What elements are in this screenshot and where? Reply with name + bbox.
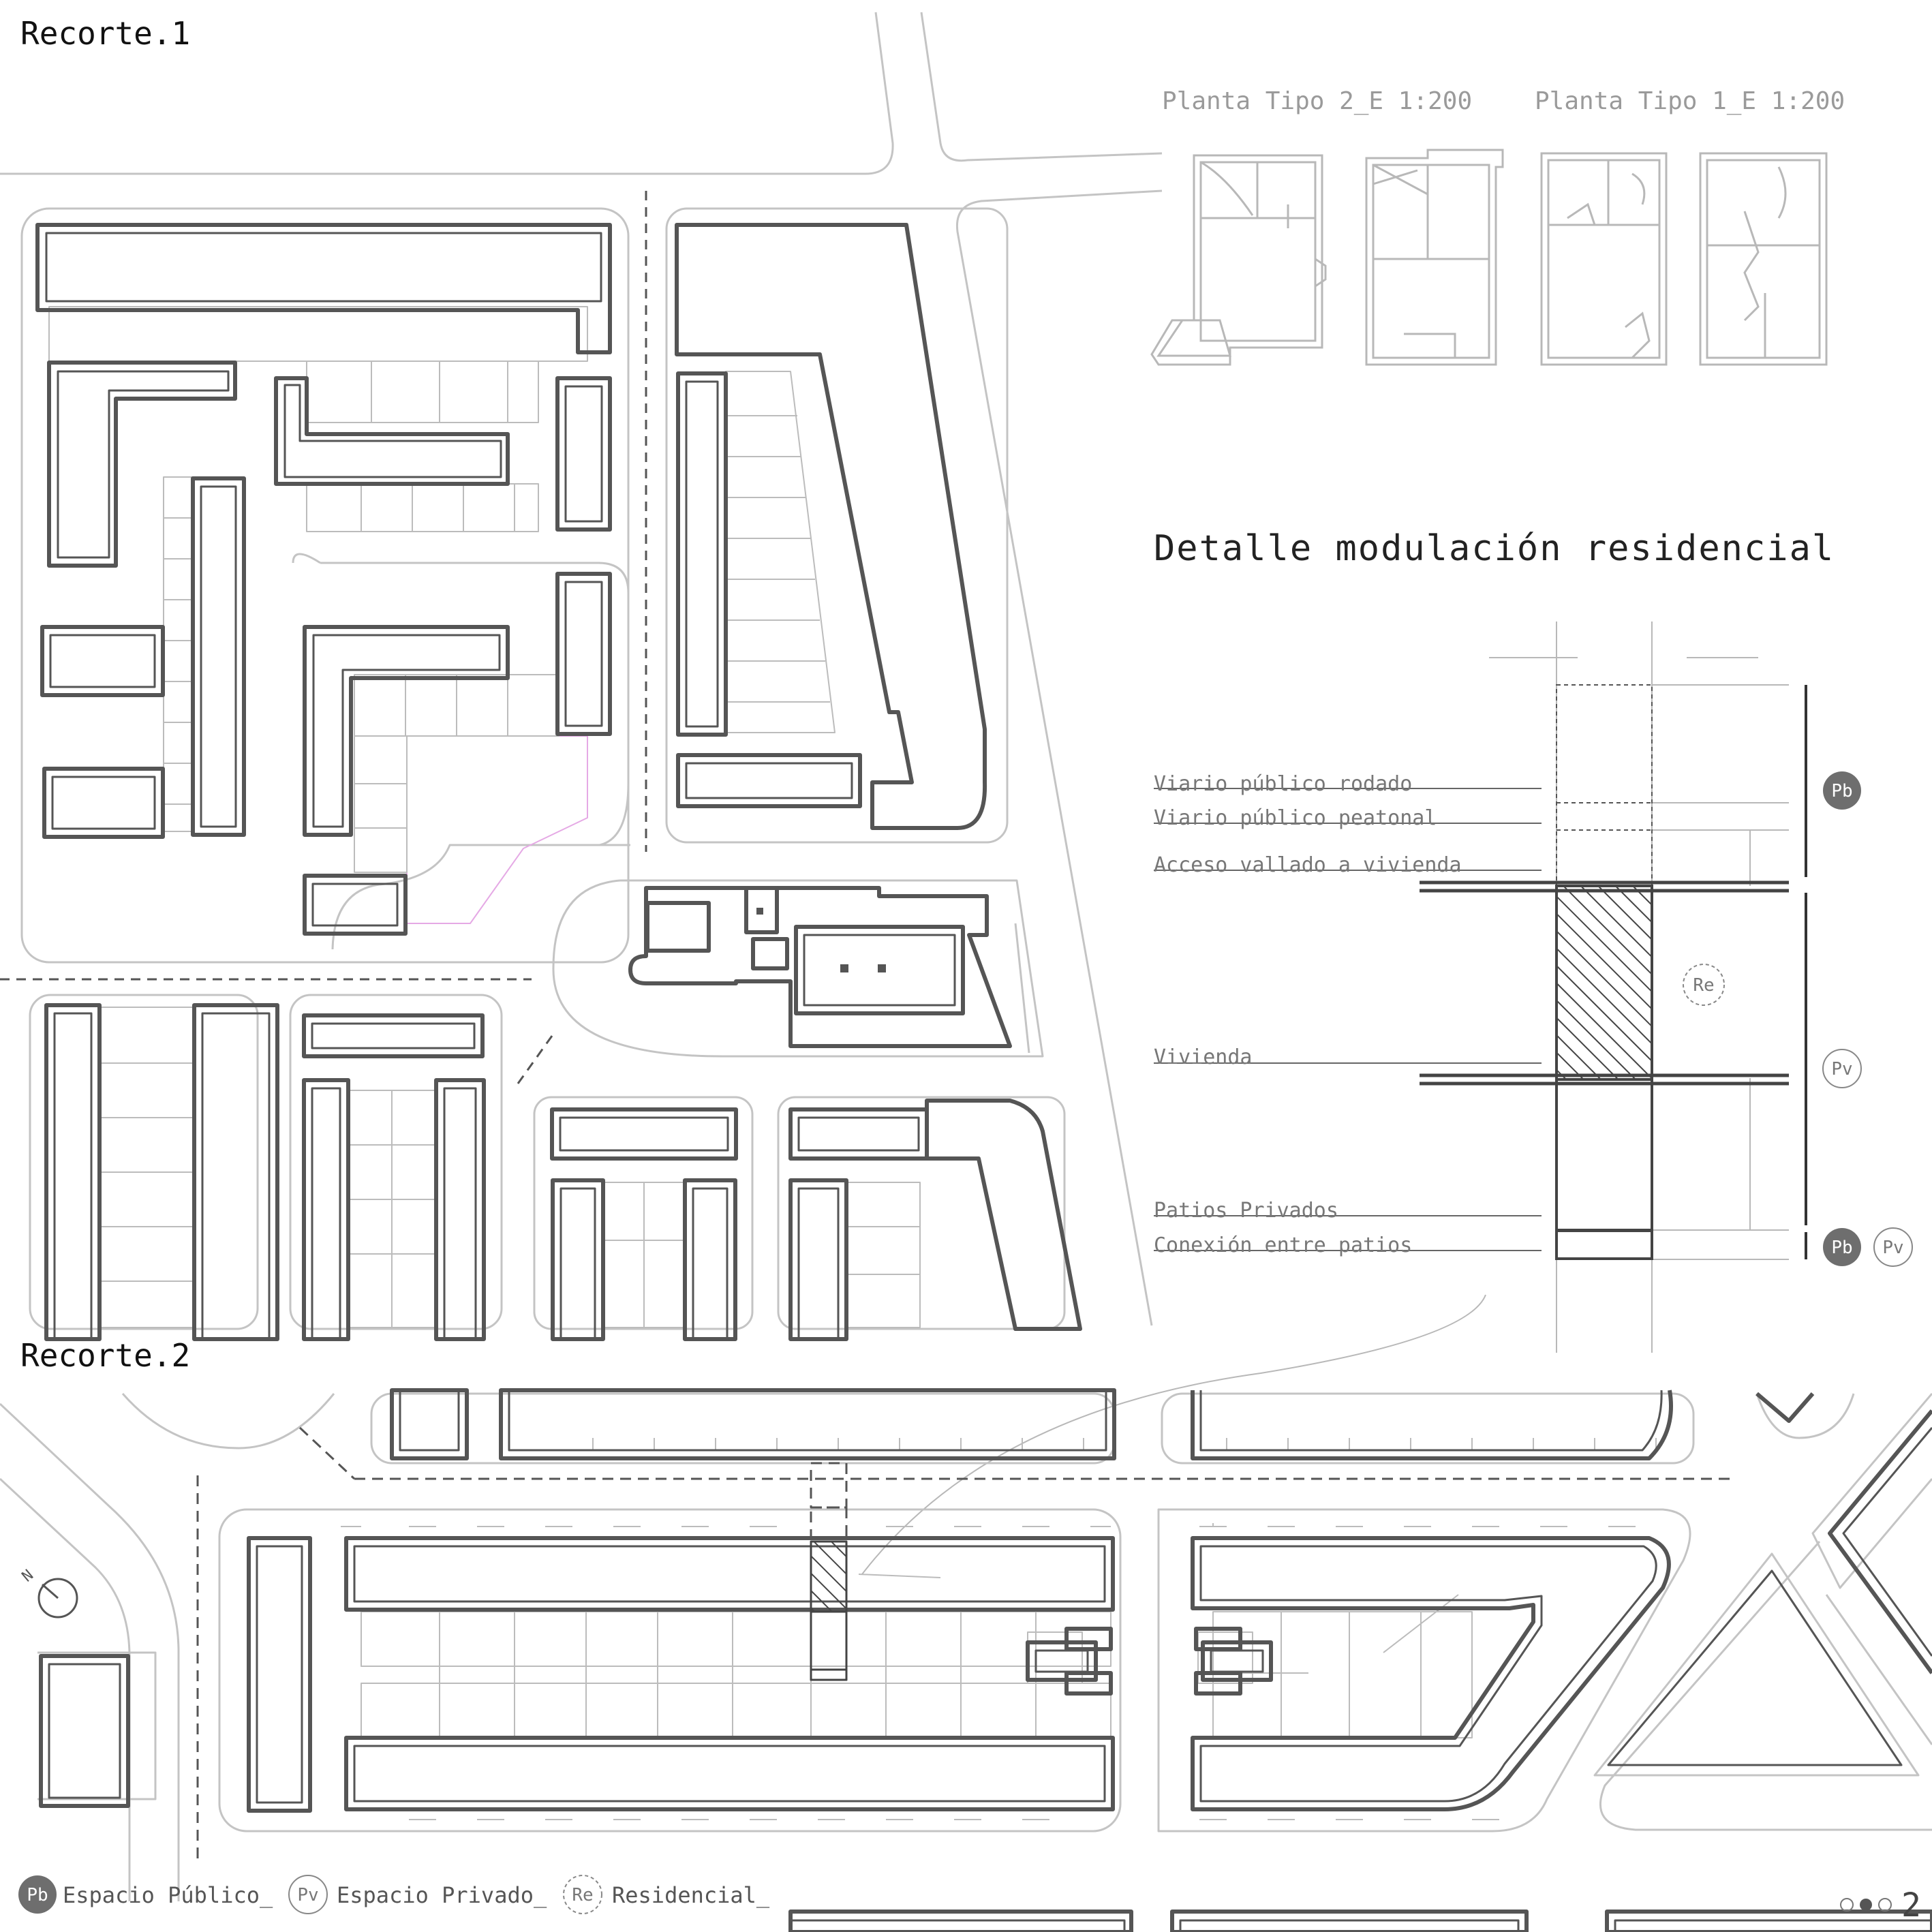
badge-pv: Pv — [1822, 1049, 1862, 1088]
north-arrow-icon — [37, 1578, 78, 1619]
badge-pb-top: Pb — [1823, 771, 1861, 810]
label-acceso-vallado: Acceso vallado a vivienda — [1154, 853, 1462, 877]
section-2-title: Recorte.2 — [20, 1337, 190, 1374]
badge-pb-bottom: Pb — [1823, 1228, 1861, 1266]
label-viario-rodado: Viario público rodado — [1154, 772, 1412, 796]
label-vivienda: Vivienda — [1154, 1045, 1253, 1069]
label-conexion-patios: Conexión entre patios — [1154, 1233, 1412, 1257]
floor-plans — [1150, 149, 1828, 366]
svg-text:Pv: Pv — [1882, 1238, 1903, 1258]
plan-label-tipo1: Planta Tipo 1_E 1:200 — [1535, 87, 1845, 115]
detail-diagram — [861, 622, 1807, 1575]
badge-re: Re — [1683, 964, 1725, 1006]
recorte-2-map — [0, 1388, 1932, 1932]
plan-label-tipo2: Planta Tipo 2_E 1:200 — [1162, 87, 1472, 115]
svg-text:Pb: Pb — [1831, 781, 1852, 801]
svg-text:Re: Re — [1693, 975, 1714, 996]
svg-text:Pb: Pb — [1831, 1238, 1852, 1258]
legend-pv-label: Espacio Privado_ — [337, 1882, 547, 1908]
badge-pv-bottom: Pv — [1873, 1227, 1913, 1267]
section-1-title: Recorte.1 — [20, 15, 190, 52]
svg-text:Pv: Pv — [1831, 1059, 1852, 1079]
legend-re-label: Residencial_ — [612, 1882, 770, 1908]
label-viario-peatonal: Viario público peatonal — [1154, 806, 1437, 830]
legend-pv-code: Pv — [297, 1885, 318, 1905]
page-number: 2 — [1901, 1886, 1921, 1925]
legend-pb-code: Pb — [27, 1885, 48, 1905]
label-patios-privados: Patios Privados — [1154, 1199, 1338, 1223]
recorte-1-map — [0, 12, 1163, 1341]
legend: Pb Espacio Público_ Pv Espacio Privado_ … — [18, 1875, 770, 1914]
detail-title: Detalle modulación residencial — [1154, 528, 1835, 569]
legend-re-code: Re — [572, 1885, 593, 1905]
legend-pb-label: Espacio Público_ — [63, 1882, 273, 1908]
north-label: N — [19, 1567, 37, 1586]
page-indicator: 2 — [1840, 1886, 1921, 1925]
